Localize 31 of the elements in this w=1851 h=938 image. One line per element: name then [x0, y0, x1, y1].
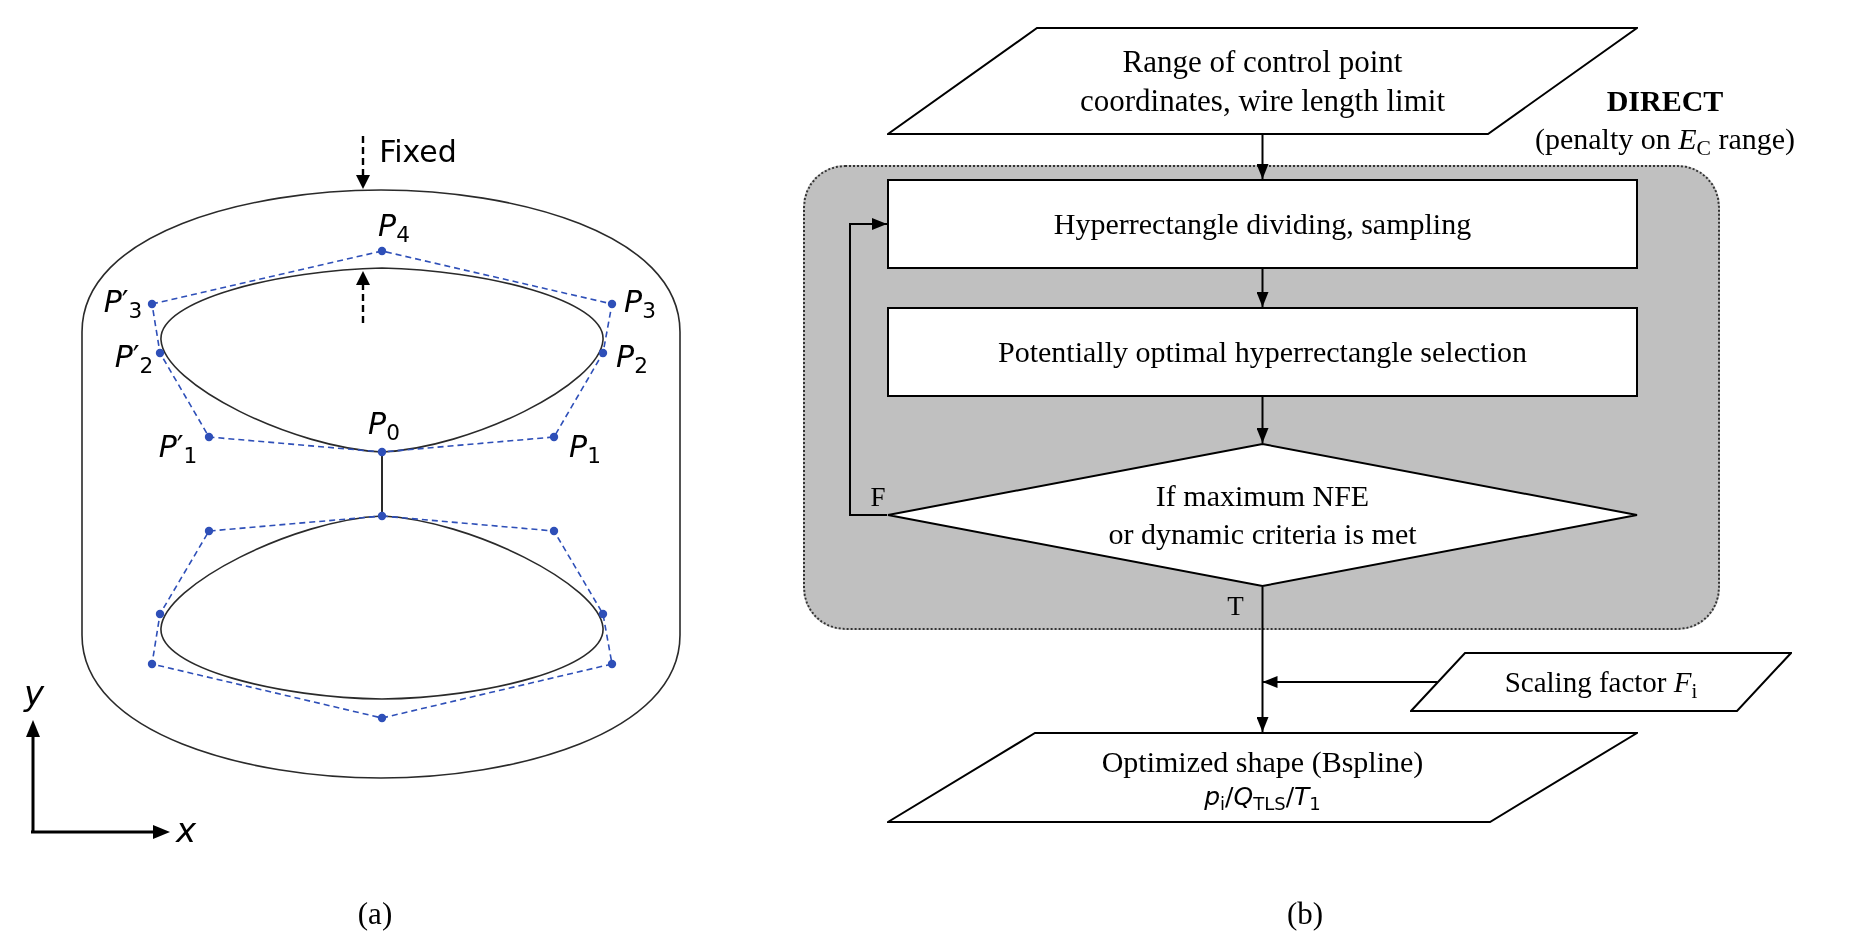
- point-label: P$_{0}$: [368, 406, 400, 442]
- process-text: Hyperrectangle dividing, sampling: [1053, 205, 1472, 242]
- process-box: [887, 179, 1638, 269]
- connector-line: [1261, 586, 1264, 683]
- point-label: P$_{2}$: [616, 339, 648, 375]
- group-title: DIRECT: [1606, 83, 1724, 119]
- point-label: P′$_{2}$: [114, 339, 154, 375]
- arrow: [1256, 681, 1269, 733]
- arrow: [1256, 134, 1269, 180]
- group-note: (penalty on E$_{C}$ range): [1534, 121, 1796, 159]
- process-box: [887, 307, 1638, 397]
- axis-label: y: [23, 674, 45, 714]
- input-text: Range of control point coordinates, wire length limit: [1080, 42, 1445, 120]
- point-label: P$_{1}$: [569, 429, 601, 465]
- axis-label: x: [175, 811, 197, 851]
- process-text: Potentially optimal hyperrectangle selection: [998, 333, 1527, 370]
- arrow: [1256, 268, 1269, 308]
- annotation-label: Fixed: [379, 134, 457, 170]
- subfigure-caption: (b): [1286, 896, 1324, 932]
- arrow: [1256, 396, 1269, 444]
- point-label: P$_{3}$: [624, 284, 656, 320]
- condition-text: If maximum NFE or dynamic criteria is met: [1108, 477, 1417, 552]
- output-text: Optimized shape (Bspline): [1101, 743, 1424, 780]
- subfigure-caption: (a): [357, 896, 393, 932]
- point-label: P$_{4}$: [378, 208, 410, 244]
- input-text: Scaling factor F$_{i}$: [1504, 664, 1698, 701]
- arrow: [1261, 676, 1439, 688]
- arrow: [849, 218, 888, 516]
- point-label: P′$_{1}$: [158, 429, 198, 465]
- output-formula: p$_{i}$/Q$_{TLS}$/T$_{1}$: [1204, 780, 1321, 813]
- point-label: P′$_{3}$: [103, 284, 143, 320]
